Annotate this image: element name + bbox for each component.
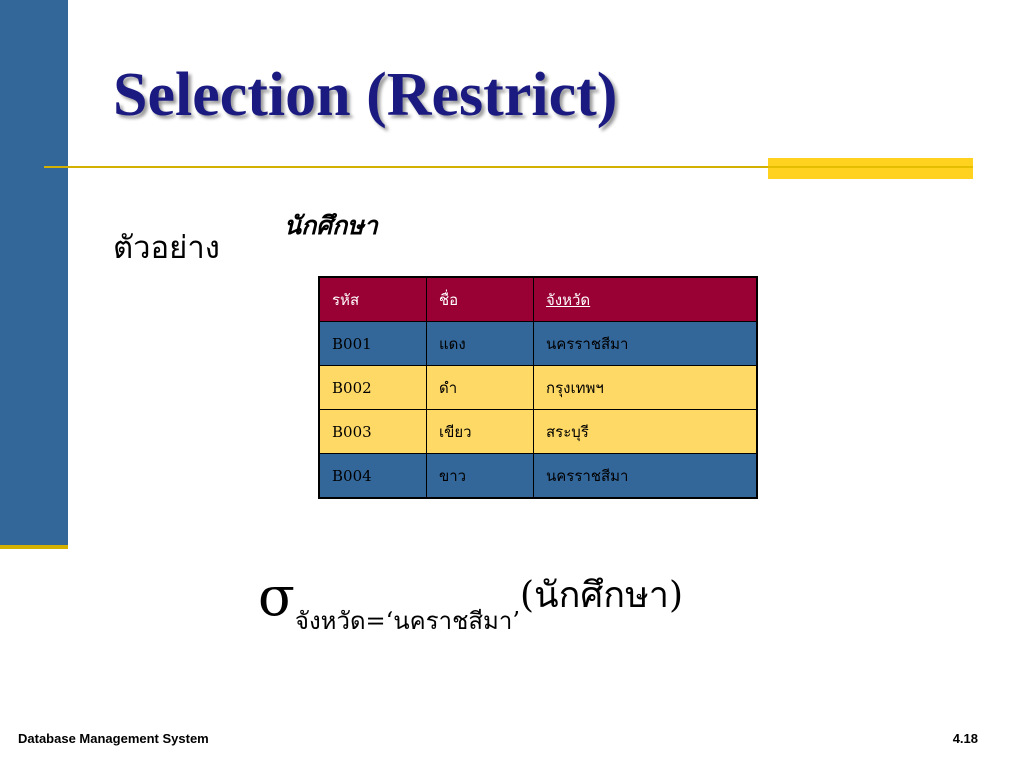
cell-name: ขาว — [426, 453, 534, 499]
header-cell-province-text: จังหวัด — [546, 290, 591, 309]
cell-province: นครราชสีมา — [533, 453, 758, 499]
selection-expression: σจังหวัด=‘นคราชสีมา’(นักศึกษา) — [258, 565, 684, 635]
cell-id: B001 — [318, 321, 427, 366]
sigma-operator: σ — [258, 565, 295, 628]
cell-name: ดำ — [426, 365, 534, 410]
header-cell-id: รหัส — [318, 276, 427, 322]
cell-name: เขียว — [426, 409, 534, 454]
title-divider-accent — [768, 158, 973, 179]
table-row: B004 ขาว นครราชสีมา — [318, 453, 758, 499]
example-label: ตัวอย่าง — [113, 230, 220, 266]
cell-province: สระบุรี — [533, 409, 758, 454]
title-divider-accent-line — [768, 166, 973, 168]
table-caption: นักศึกษา — [284, 211, 378, 240]
table-row: B001 แดง นครราชสีมา — [318, 321, 758, 366]
side-bar-underline — [0, 545, 68, 549]
header-cell-name: ชื่อ — [426, 276, 534, 322]
table-header-row: รหัส ชื่อ จังหวัด — [318, 276, 758, 322]
cell-province: กรุงเทพฯ — [533, 365, 758, 410]
header-cell-province: จังหวัด — [533, 276, 758, 322]
slide-title: Selection (Restrict) — [113, 61, 618, 129]
table-row: B003 เขียว สระบุรี — [318, 409, 758, 454]
selection-relation: (นักศึกษา) — [519, 575, 684, 616]
table-row: B002 ดำ กรุงเทพฯ — [318, 365, 758, 410]
cell-id: B002 — [318, 365, 427, 410]
cell-id: B003 — [318, 409, 427, 454]
cell-id: B004 — [318, 453, 427, 499]
footer-course-title: Database Management System — [18, 731, 209, 746]
cell-province: นครราชสีมา — [533, 321, 758, 366]
selection-condition: จังหวัด=‘นคราชสีมา’ — [294, 607, 520, 635]
footer-page-number: 4.18 — [952, 731, 978, 746]
cell-name: แดง — [426, 321, 534, 366]
left-side-bar — [0, 0, 68, 545]
title-divider-line — [44, 166, 776, 168]
student-table: รหัส ชื่อ จังหวัด B001 แดง นครราชสีมา B0… — [318, 276, 758, 499]
